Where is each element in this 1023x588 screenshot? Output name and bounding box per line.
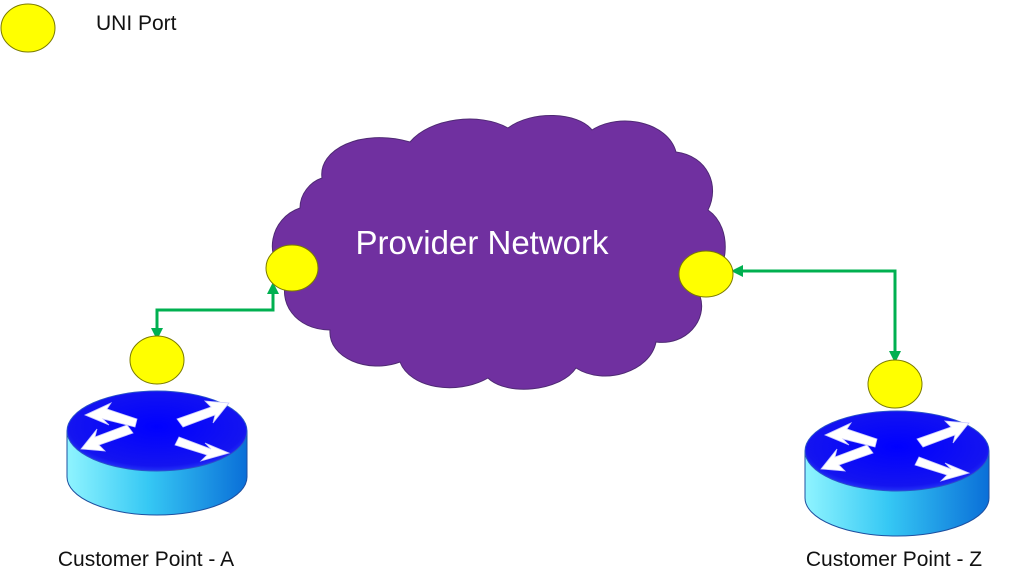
cloud-shape [271,115,726,390]
uni-port-cloud-z [678,250,734,298]
customer-label-a: Customer Point - A [58,548,234,571]
customer-router-z [804,410,990,537]
links [151,265,901,363]
link-z [731,265,901,363]
uni-port-customer-a [129,335,185,385]
cloud-label: Provider Network [355,224,609,261]
legend-label: UNI Port [96,12,177,35]
customer-router-a [66,390,248,516]
customer-label-z: Customer Point - Z [806,548,982,571]
uni-port-cloud-a [265,244,319,292]
legend-uni-port-icon [0,3,56,53]
link-a [151,282,279,340]
legend: UNI Port [0,3,177,53]
uni-port-customer-z [867,359,923,409]
provider-network-cloud: Provider Network [271,115,726,390]
